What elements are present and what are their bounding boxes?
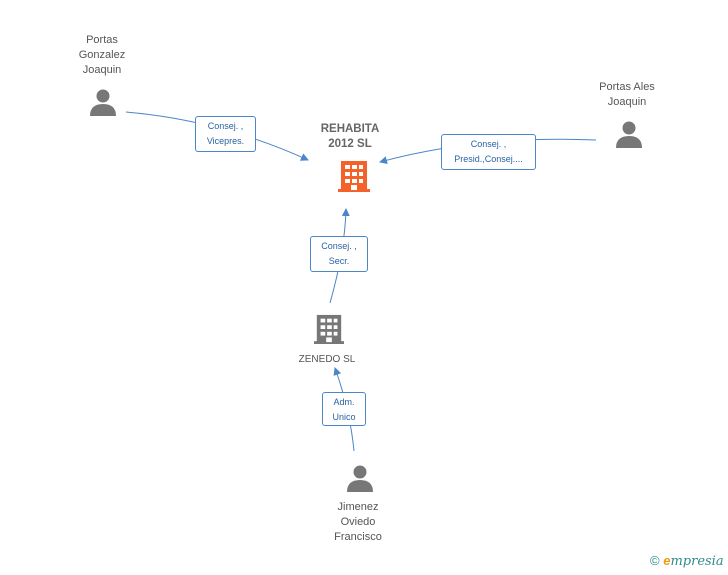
person-name-portas-ales[interactable]: Portas Ales Joaquin bbox=[599, 81, 655, 108]
building-icon[interactable] bbox=[314, 313, 344, 345]
brand-name: mpresia bbox=[670, 554, 724, 569]
company-name-zenedo[interactable]: ZENEDO SL bbox=[298, 354, 356, 365]
copyright-icon: © bbox=[650, 553, 660, 568]
role-label-zenedo-to-main[interactable]: Consej. , Secr. bbox=[310, 236, 368, 272]
person-icon[interactable] bbox=[615, 120, 643, 148]
role-label-bottom-to-zenedo[interactable]: Adm. Unico bbox=[322, 392, 366, 426]
role-label-right-to-main[interactable]: Consej. , Presid.,Consej.... bbox=[441, 134, 536, 170]
company-name-rehabita[interactable]: REHABITA 2012 SL bbox=[320, 123, 380, 150]
person-name-jimenez-oviedo[interactable]: Jimenez Oviedo Francisco bbox=[334, 501, 382, 543]
building-icon[interactable] bbox=[338, 160, 370, 192]
person-icon[interactable] bbox=[89, 88, 117, 116]
brand-logo[interactable]: © empresia bbox=[650, 553, 724, 569]
person-name-portas-gonzalez[interactable]: Portas Gonzalez Joaquin bbox=[78, 34, 126, 76]
brand-e: e bbox=[663, 553, 671, 568]
person-icon[interactable] bbox=[346, 464, 374, 492]
role-label-left-to-main[interactable]: Consej. , Vicepres. bbox=[195, 116, 256, 152]
